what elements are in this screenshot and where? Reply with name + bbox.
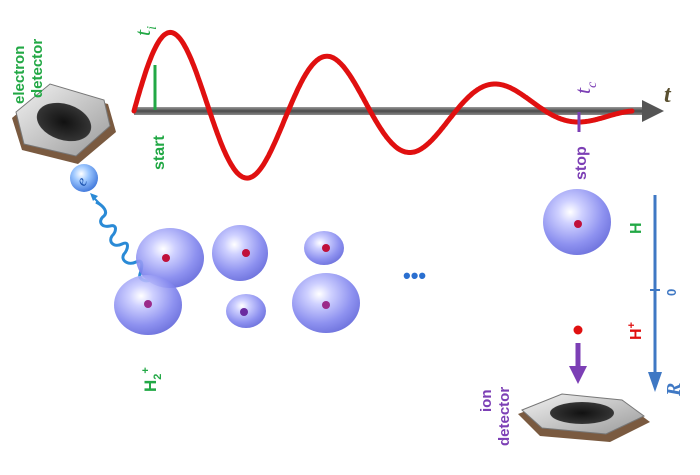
laser-pulse-wave [131,29,635,181]
ellipsis-dots: ••• [403,263,426,288]
start-label: start [151,135,168,170]
ion-detector [518,393,650,442]
t-c-label: tc [570,81,600,94]
molecule-final [543,189,611,255]
r-axis-label: R [663,383,685,397]
ion-detector-label-line1: ion [478,390,495,413]
electron-detector-label-line2: detector [29,39,46,98]
stop-label: stop [573,146,590,180]
ion-particle [573,325,583,335]
t-i-label: ti [130,26,160,36]
r-axis [648,195,662,392]
molecule-1 [114,228,204,335]
r-axis-hplus-label: H+ [626,322,645,340]
molecule-3 [292,231,360,333]
time-axis-label: t [664,82,672,108]
electron-particle: e [70,164,98,192]
ion-detector-label-line2: detector [496,387,513,446]
molecule-2 [212,225,268,328]
r-axis-h-label: H [628,222,645,234]
h2plus-label: H2+ [140,367,164,392]
electron-detector-label-line1: electron [11,46,28,104]
time-axis: t [134,82,672,122]
r-axis-zero-label: 0 [664,289,679,296]
electron-detector [12,83,116,164]
ion-arrow [569,343,587,384]
